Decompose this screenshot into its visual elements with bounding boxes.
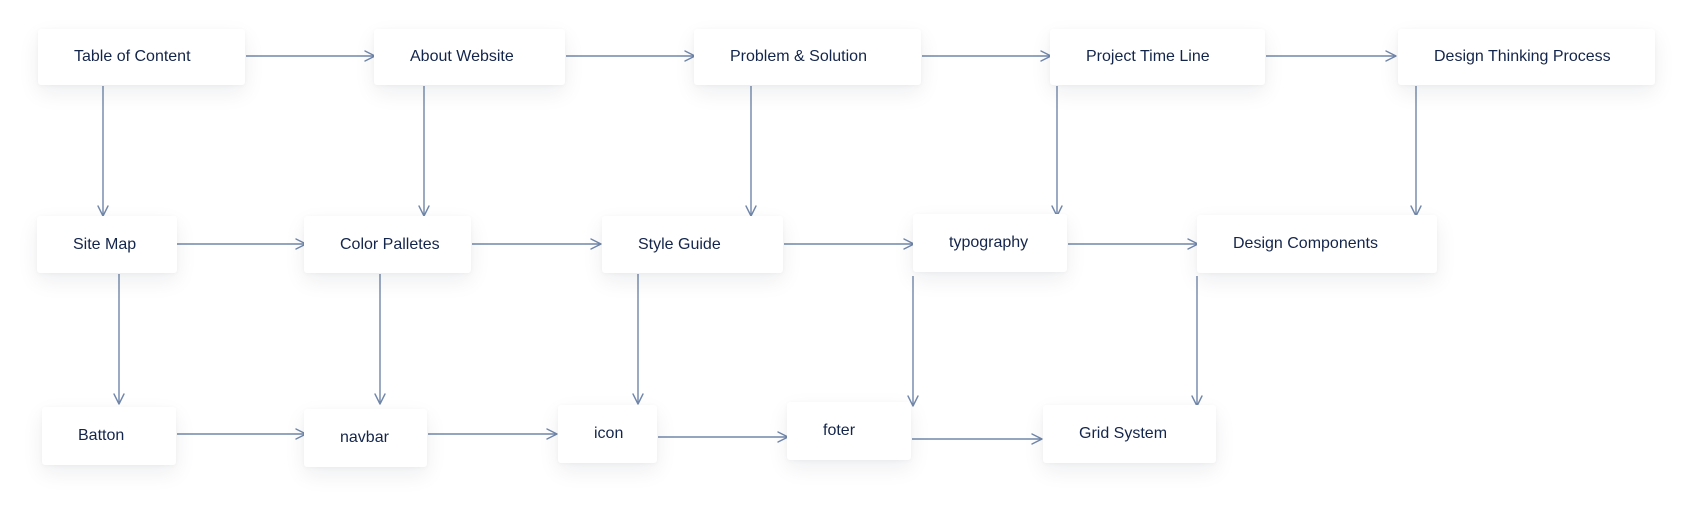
node-batton[interactable]: Batton <box>42 407 176 465</box>
node-label: Site Map <box>73 235 137 253</box>
node-label: navbar <box>340 429 389 446</box>
node-design-components[interactable]: Design Components <box>1197 215 1437 273</box>
node-problem-solution[interactable]: Problem & Solution <box>694 29 921 85</box>
node-style-guide[interactable]: Style Guide <box>602 216 783 273</box>
node-typography[interactable]: typography <box>913 214 1067 272</box>
node-design-thinking-process[interactable]: Design Thinking Process <box>1398 29 1655 85</box>
node-about-website[interactable]: About Website <box>374 29 565 85</box>
node-label: Problem & Solution <box>730 48 867 65</box>
node-label: typography <box>949 234 1029 251</box>
node-site-map[interactable]: Site Map <box>37 216 177 273</box>
node-label: Color Palletes <box>340 235 440 253</box>
node-table-of-content[interactable]: Table of Content <box>38 29 245 85</box>
node-label: About Website <box>410 48 514 65</box>
node-label: foter <box>823 422 856 439</box>
node-label: Grid System <box>1079 425 1168 442</box>
node-label: Table of Content <box>74 48 191 65</box>
node-color-palletes[interactable]: Color Palletes <box>304 216 471 273</box>
node-label: Design Components <box>1233 235 1378 252</box>
node-navbar[interactable]: navbar <box>304 409 427 467</box>
node-label: Batton <box>78 427 125 444</box>
node-label: Style Guide <box>638 235 721 253</box>
node-label: Project Time Line <box>1086 48 1210 65</box>
node-grid-system[interactable]: Grid System <box>1043 405 1216 463</box>
node-label: icon <box>594 425 624 442</box>
node-label: Design Thinking Process <box>1434 48 1611 65</box>
node-project-time-line[interactable]: Project Time Line <box>1050 29 1265 85</box>
node-icon[interactable]: icon <box>558 405 657 463</box>
node-foter[interactable]: foter <box>787 402 911 460</box>
